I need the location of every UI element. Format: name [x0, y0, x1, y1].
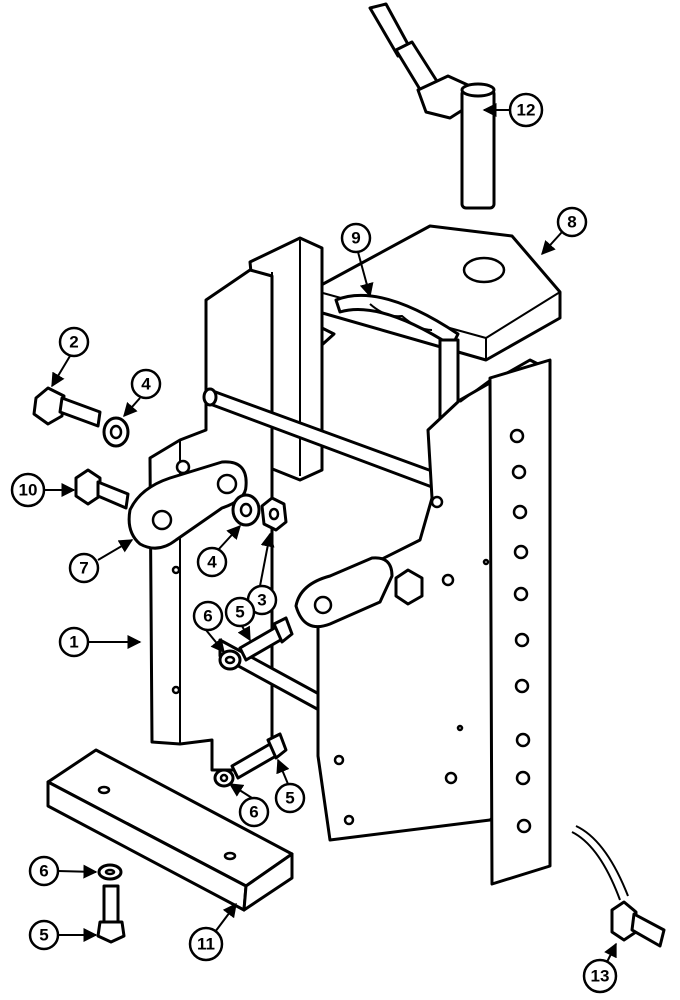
svg-text:4: 4	[141, 375, 151, 394]
callout-6-middle: 6	[192, 600, 224, 632]
part-6-washer-middle	[218, 649, 242, 671]
svg-text:6: 6	[249, 803, 258, 822]
callout-11: 11	[188, 926, 224, 962]
svg-text:10: 10	[19, 481, 38, 500]
callout-5-bottom: 5	[28, 919, 60, 951]
svg-text:3: 3	[257, 591, 266, 610]
svg-text:11: 11	[197, 935, 215, 954]
callout-12: 12	[508, 92, 544, 128]
part-5-bolt-lower	[230, 732, 288, 780]
svg-text:5: 5	[39, 926, 48, 945]
callout-1: 1	[58, 626, 90, 658]
callout-5-middle: 5	[224, 596, 256, 628]
right-link-plate	[294, 556, 424, 629]
part-3-nut	[260, 496, 288, 532]
svg-text:12: 12	[517, 101, 536, 120]
svg-text:5: 5	[235, 603, 244, 622]
svg-text:1: 1	[69, 633, 78, 652]
callout-6-bottom: 6	[28, 855, 60, 887]
callout-4-upper: 4	[130, 368, 162, 400]
callout-5-lower: 5	[274, 782, 306, 814]
part-5-bolt-bottom	[96, 884, 126, 944]
part-2-bolt	[32, 386, 102, 428]
svg-text:2: 2	[69, 333, 78, 352]
part-10-bolt	[74, 468, 130, 510]
callout-6-lower: 6	[238, 796, 270, 828]
callout-13: 13	[582, 958, 618, 994]
part-13-bolt	[571, 825, 666, 948]
callout-2: 2	[58, 326, 90, 358]
part-4-washer-upper	[102, 416, 130, 448]
svg-text:7: 7	[79, 559, 88, 578]
svg-text:13: 13	[591, 967, 610, 986]
svg-text:6: 6	[203, 607, 212, 626]
part-4-washer-lower	[231, 493, 261, 527]
part-5-bolt-middle	[238, 616, 294, 662]
svg-text:6: 6	[39, 862, 48, 881]
callout-9: 9	[340, 222, 372, 254]
leader-lines	[44, 103, 617, 965]
callout-4-lower: 4	[196, 546, 228, 578]
part-11-base-block	[46, 748, 294, 912]
svg-text:4: 4	[207, 553, 217, 572]
callout-7: 7	[68, 552, 100, 584]
part-8-top-plate	[310, 224, 562, 362]
right-side-plate	[316, 358, 552, 886]
callout-8: 8	[556, 206, 588, 238]
part-6-washer-lower	[213, 768, 235, 788]
callout-10: 10	[10, 472, 46, 508]
svg-text:5: 5	[285, 789, 294, 808]
svg-text:9: 9	[351, 229, 360, 248]
part-7-link-plate	[127, 460, 248, 550]
svg-text:8: 8	[567, 213, 576, 232]
part-12-pin-with-handle	[368, 2, 496, 210]
part-6-washer-bottom	[97, 863, 123, 881]
